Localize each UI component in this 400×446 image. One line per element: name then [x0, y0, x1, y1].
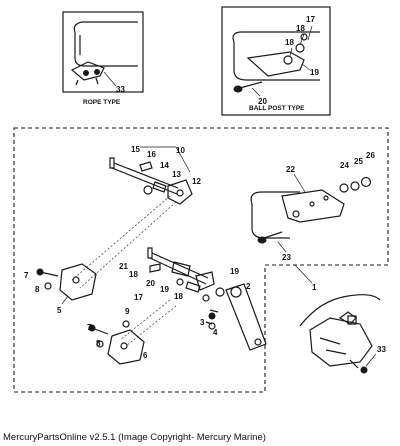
assembly-boundary: [13, 127, 389, 393]
lower-link-assembly: [147, 247, 225, 302]
callout-16: 17: [134, 293, 143, 302]
bracket-22: [250, 173, 372, 253]
callout-26: 26: [366, 151, 375, 160]
callout-12: 13: [172, 170, 181, 179]
callout-13: 14: [160, 161, 169, 170]
callout-4: 4: [213, 328, 218, 337]
callout-23: 23: [282, 253, 291, 262]
callout-18b: 19: [230, 267, 239, 276]
callout-7a: 7: [24, 271, 29, 280]
callout-25: 25: [354, 157, 363, 166]
lower-bracket-6: [88, 320, 145, 365]
callout-2: 2: [246, 282, 251, 291]
callout-32: 33: [116, 85, 125, 94]
callout-19: 20: [146, 279, 155, 288]
callout-27: 19: [310, 68, 319, 77]
callout-30: 18: [296, 24, 305, 33]
callout-28: 20: [258, 97, 267, 106]
callout-14: 15: [131, 145, 140, 154]
callout-24: 24: [340, 161, 349, 170]
rope-type-label: ROPE TYPE: [83, 99, 121, 106]
lower-left-bracket-5: [36, 263, 97, 305]
rope-type-inset: 33 ROPE TYPE: [62, 11, 144, 106]
callout-8b: 8: [96, 339, 101, 348]
callout-11: 12: [192, 177, 201, 186]
callout-31: 17: [306, 15, 315, 24]
callout-9: 9: [125, 307, 130, 316]
ball-post-type-inset: 17 18 18 19 20 BALL POST TYPE: [221, 6, 331, 116]
callout-10: 10: [176, 146, 185, 155]
callout-8a: 8: [35, 285, 40, 294]
callout-20: 21: [119, 262, 128, 271]
ball-post-type-label: BALL POST TYPE: [249, 105, 305, 112]
detail-33: [299, 294, 381, 374]
callout-17: 18: [174, 292, 183, 301]
callout-18a: 19: [160, 285, 169, 294]
callout-3: 3: [200, 318, 205, 327]
callout-5: 5: [57, 306, 62, 315]
callout-1: 1: [312, 283, 317, 292]
callout-33: 33: [377, 345, 386, 354]
callout-29: 18: [285, 38, 294, 47]
callout-6: 6: [143, 351, 148, 360]
callout-21: 18: [129, 270, 138, 279]
image-caption: MercuryPartsOnline v2.5.1 (Image Copyrig…: [3, 432, 266, 443]
callout-15: 16: [147, 150, 156, 159]
callout-7b: 7: [87, 323, 92, 332]
arm-2: [205, 283, 267, 351]
upper-link-assembly: [109, 146, 193, 205]
callout-22: 22: [286, 165, 295, 174]
